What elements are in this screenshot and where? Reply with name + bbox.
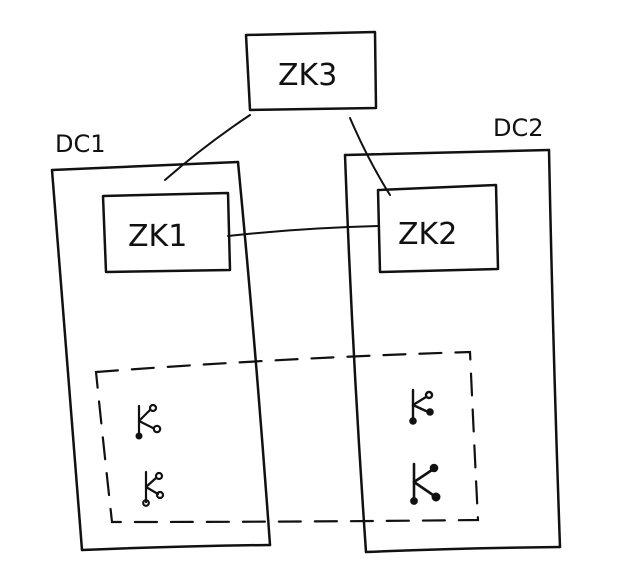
link-zk1-zk2 [227,225,379,237]
zookeeper-node-zk3: ZK3 [244,30,378,112]
kafka-broker-icon-dc1-1 [135,403,162,440]
datacenter-dc1 [50,160,272,552]
kafka-broker-icon-dc2-1 [409,388,434,425]
kafka-broker-icon-dc1-2 [142,470,165,507]
zookeeper-node-zk1: ZK1 [101,191,232,274]
zk-connections [164,114,391,237]
link-zk3-zk1 [164,114,251,181]
zookeeper-label-zk2: ZK2 [398,217,457,252]
zookeeper-node-zk2: ZK2 [376,183,500,274]
datacenter-label-dc2: DC2 [493,114,544,142]
link-zk3-zk2 [349,117,391,196]
kafka-cluster-boundary [94,350,480,524]
kafka-broker-icon-dc2-2 [410,462,441,505]
zookeeper-label-zk1: ZK1 [128,219,187,254]
datacenter-label-dc1: DC1 [55,130,106,158]
datacenter-dc2 [343,148,562,554]
zookeeper-label-zk3: ZK3 [278,58,337,93]
